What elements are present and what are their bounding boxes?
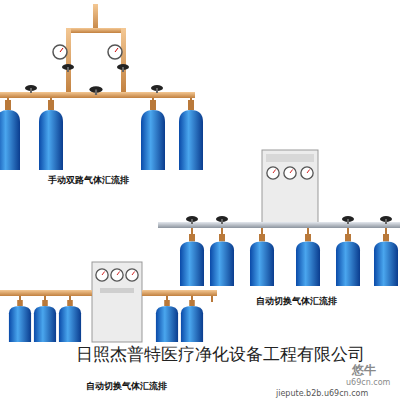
watermark: u69cn.com	[346, 378, 390, 387]
manifold-caption: 自动切换气体汇流排	[256, 296, 337, 306]
auto-manifold-right	[158, 150, 400, 286]
manual-manifold	[0, 4, 203, 170]
manifold-caption: 自动切换气体汇流排	[86, 381, 167, 391]
manifold-caption: 手动双路气体汇流排	[48, 175, 129, 185]
watermark: 悠牛	[352, 364, 376, 378]
auto-manifold-left	[0, 262, 217, 342]
company-name: 日照杰普特医疗净化设备工程有限公司	[76, 345, 365, 365]
watermark: jiepute.b2b.u69cn.com	[276, 389, 368, 398]
